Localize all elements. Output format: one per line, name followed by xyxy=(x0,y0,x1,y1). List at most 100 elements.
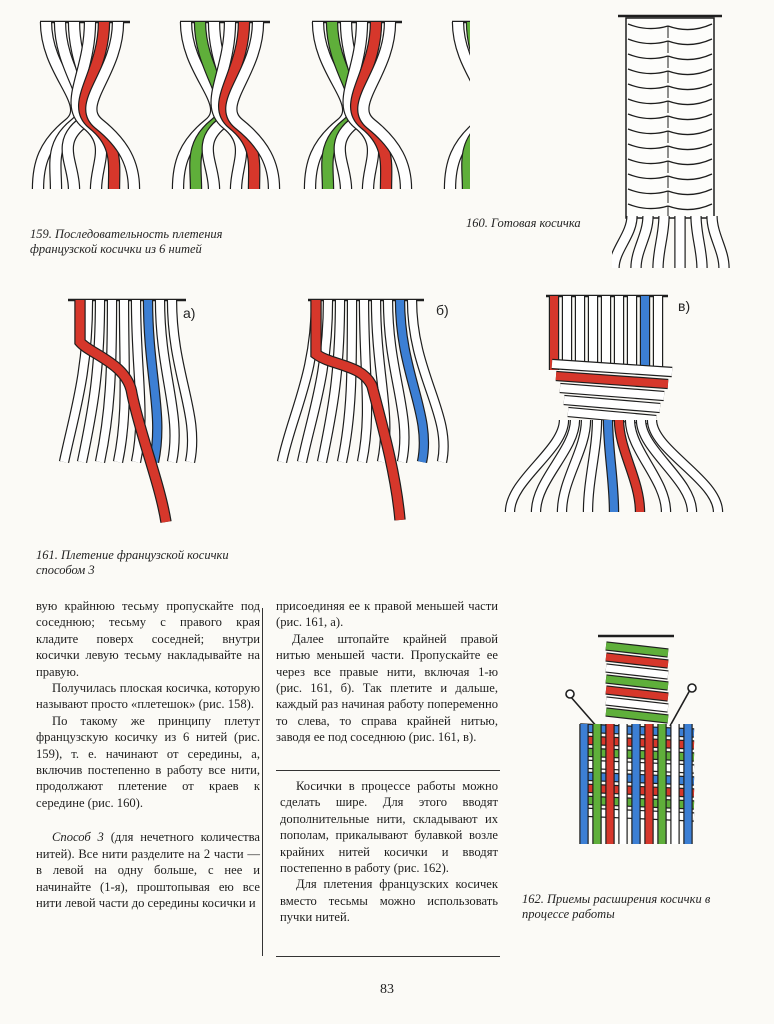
strand xyxy=(605,686,669,701)
caption-fig-160: 160. Готовая косичка xyxy=(466,216,581,230)
strand xyxy=(604,419,618,513)
strand xyxy=(318,299,344,463)
strand xyxy=(626,419,670,513)
strand xyxy=(653,215,669,269)
figure-161v xyxy=(504,294,724,513)
braid-weave xyxy=(627,128,669,135)
strand xyxy=(358,299,372,463)
caption-fig-161: 161. Плетение французской косички способ… xyxy=(36,548,229,577)
paragraph: Далее штопайте крайней правой нитью мень… xyxy=(276,631,498,745)
strand xyxy=(605,675,669,690)
label-v: в) xyxy=(678,298,691,314)
page-number: 83 xyxy=(380,982,394,997)
strand xyxy=(144,299,162,463)
text-column-2: присоединяя ее к правой меньшей части (р… xyxy=(276,598,498,746)
paragraph: По такому же принципу плетут французскую… xyxy=(36,713,260,810)
strand xyxy=(612,215,637,269)
paragraph: Для плетения французских косичек вместо … xyxy=(280,877,498,925)
strand xyxy=(60,299,92,463)
strand xyxy=(555,372,669,388)
paragraph: присоединяя ее к правой меньшей части (р… xyxy=(276,599,498,630)
pin xyxy=(669,689,691,727)
box-bottom-rule xyxy=(276,956,500,957)
strand xyxy=(559,384,665,400)
strand xyxy=(86,21,139,190)
strand xyxy=(96,299,116,463)
strand xyxy=(408,299,448,463)
pin-head xyxy=(565,689,575,699)
strand xyxy=(532,419,579,513)
braid-weave xyxy=(627,98,669,105)
strand xyxy=(168,299,197,463)
braid-weave xyxy=(667,113,713,121)
strand xyxy=(551,360,673,376)
strand xyxy=(338,299,356,463)
strand xyxy=(78,299,104,463)
paragraph: Косички в процессе работы можно сделать … xyxy=(280,779,498,876)
strand xyxy=(132,299,145,463)
strand xyxy=(567,408,657,424)
figure-160-finished-braid xyxy=(612,14,730,269)
strand xyxy=(558,419,590,513)
strand xyxy=(605,642,669,657)
strand xyxy=(605,653,669,668)
strand xyxy=(506,419,568,513)
text-column-1: вую крайнюю тесьму пропускайте под сосед… xyxy=(36,598,260,911)
figure-161b xyxy=(276,298,449,521)
paragraph: вую крайнюю тесьму пропускайте под сосед… xyxy=(36,599,260,679)
label-b: б) xyxy=(436,302,449,318)
pin xyxy=(569,695,599,729)
braid-weave xyxy=(627,173,669,180)
braid-weave xyxy=(627,143,669,150)
label-a: а) xyxy=(183,305,196,321)
strand xyxy=(311,300,405,521)
strand xyxy=(384,299,409,463)
strand xyxy=(445,21,470,190)
caption-fig-159: 159. Последовательность плетения француз… xyxy=(30,227,223,256)
strand xyxy=(563,396,661,412)
strand xyxy=(605,664,669,679)
strand xyxy=(631,215,653,269)
braid-weave xyxy=(667,173,713,181)
braid-weave xyxy=(627,188,669,195)
braid-weave xyxy=(627,68,669,75)
braid-weave xyxy=(627,83,669,90)
strand xyxy=(114,299,129,463)
strand xyxy=(584,419,601,513)
braid-weave xyxy=(667,143,713,151)
strand xyxy=(75,300,171,523)
box-side-rule xyxy=(262,608,263,956)
braid-weave xyxy=(667,53,713,61)
strand xyxy=(462,22,470,190)
strand xyxy=(648,419,722,513)
braid-weave xyxy=(627,53,669,60)
braid-weave xyxy=(667,203,713,211)
braid-weave xyxy=(627,23,669,30)
strand xyxy=(298,299,332,463)
braid-weave xyxy=(627,203,669,210)
braid-weave xyxy=(667,83,713,91)
braid-weave xyxy=(667,188,713,196)
strand xyxy=(605,708,669,723)
box-top-rule xyxy=(276,770,500,771)
strand xyxy=(396,299,428,463)
strand xyxy=(691,215,707,269)
strand xyxy=(707,215,729,269)
strand xyxy=(156,299,179,463)
paragraph-method-3: Способ 3 (для нечетного количества нитей… xyxy=(36,829,260,911)
braid-weave xyxy=(667,128,713,136)
strand xyxy=(615,419,644,513)
braid-weave xyxy=(667,38,713,46)
strand xyxy=(605,697,669,712)
braid-weave xyxy=(627,113,669,120)
method-label: Способ 3 xyxy=(52,830,104,845)
paragraph: Получилась плоская косичка, которую назы… xyxy=(36,681,260,712)
pin-head xyxy=(687,683,697,693)
strand xyxy=(358,21,411,190)
braid-weave xyxy=(667,98,713,106)
braid-weave xyxy=(667,158,713,166)
method-text: (для нечетного количества нитей). Все ни… xyxy=(36,830,260,910)
figure-159-braid-steps xyxy=(31,20,470,190)
caption-fig-162: 162. Приемы расширения косички в процесс… xyxy=(522,892,711,921)
braid-weave xyxy=(667,68,713,76)
